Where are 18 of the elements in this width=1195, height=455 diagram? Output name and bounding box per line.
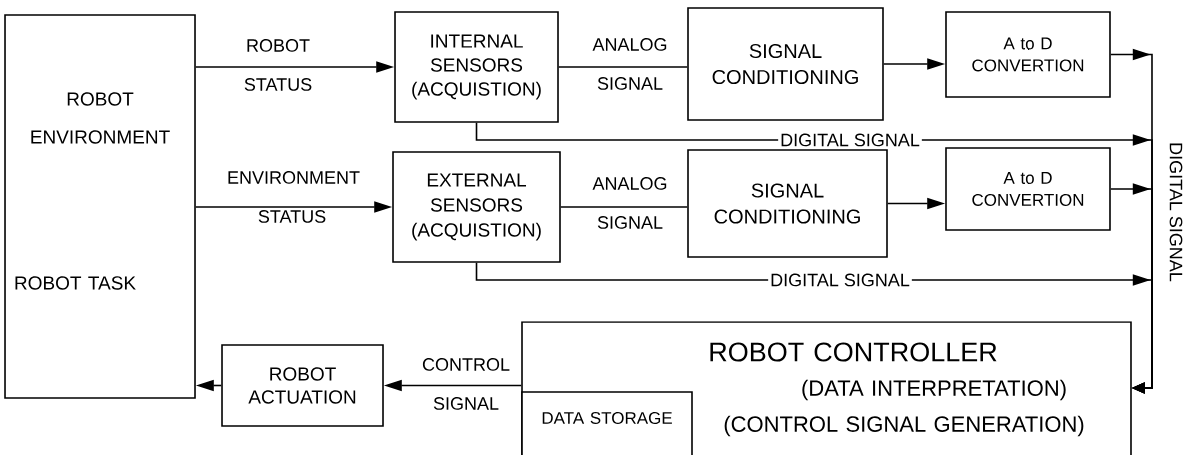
process-box: INTERNAL SENSORS (ACQUISTION) (394, 11, 559, 123)
bus-label: DIGITAL SIGNAL (1169, 143, 1183, 282)
process-box: ROBOT ACTUATION (221, 344, 384, 427)
edge-label: DIGITAL SIGNAL (768, 271, 912, 289)
connector-line (558, 66, 688, 68)
edge-label: DIGITAL SIGNAL (778, 131, 922, 149)
edge-label: ENVIRONMENT STATUS (228, 171, 360, 223)
process-box: ROBOT ENVIRONMENT ROBOT TASK (4, 14, 196, 399)
edge-label: CONTROL SIGNAL (422, 358, 510, 410)
edge-label: ANALOG SIGNAL (592, 177, 667, 229)
connector-line (560, 206, 688, 208)
process-box: A to D CONVERTION (945, 11, 1111, 98)
process-box: DATA STORAGE (521, 391, 693, 455)
edge-label: ROBOT STATUS (244, 39, 312, 91)
process-box: A to D CONVERTION (945, 147, 1111, 231)
process-box: EXTERNAL SENSORS (ACQUISTION) (392, 151, 561, 263)
process-box: SIGNAL CONDITIONING (687, 7, 884, 121)
edge-label: ANALOG SIGNAL (592, 38, 667, 90)
